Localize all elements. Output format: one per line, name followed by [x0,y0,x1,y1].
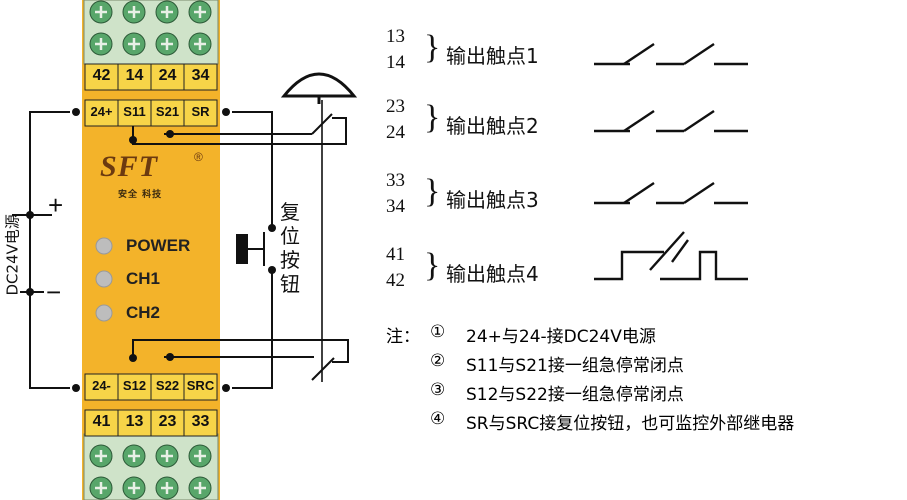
note-1-text: 24+与24-接DC24V电源 [466,327,656,347]
screw-slot-icon [194,482,206,494]
brand-logo: SFT [100,150,159,183]
screw-slot-icon [161,482,173,494]
note-1-marker: ① [430,322,446,342]
terminal-33-bottom: 33 [191,413,210,430]
terminal-s12: S12 [122,378,147,393]
screw-slot-icon [95,6,107,18]
terminal-24minus: 24- [92,378,111,393]
screw-slot-icon [128,450,140,462]
ch1-led-icon [95,270,113,288]
note-2-marker: ② [430,351,446,371]
contact-1-label: 输出触点1 [446,44,539,68]
power-minus-sign: − [46,277,62,307]
contact-3-brace: } [424,173,441,210]
contact-1-brace: } [424,29,441,66]
contact-2-brace: } [424,99,441,136]
contact-1-top-number: 13 [386,26,405,47]
ch2-led-icon [95,304,113,322]
screw-slot-icon [128,38,140,50]
reset-button-label: 复位按钮 [280,200,300,296]
output-contact-1-symbol [594,43,748,66]
terminal-24-top: 24 [158,67,177,84]
brand-registered: ® [194,150,203,164]
screw-slot-icon [194,38,206,50]
screw-slot-icon [161,6,173,18]
power-wire [29,111,70,389]
screw-slot-icon [161,450,173,462]
terminal-13-bottom: 13 [125,413,144,430]
screw-slot-icon [95,38,107,50]
notes-prefix: 注： [386,327,420,347]
terminal-41-bottom: 41 [92,413,111,430]
screw-slot-icon [194,450,206,462]
contact-3-bottom-number: 34 [386,196,405,217]
brand-tagline: 安全 科技 [118,190,163,200]
contact-2-bottom-number: 24 [386,122,405,143]
terminal-sr: SR [191,104,210,119]
reset-wire-top [232,111,273,226]
contact-4-top-number: 41 [386,244,405,265]
screw-slot-icon [194,6,206,18]
output-contact-4-symbol [594,231,748,281]
power-plus-sign: + [48,190,64,220]
contact-4-brace: } [424,247,441,284]
screw-slot-icon [95,450,107,462]
led-label-power: POWER [126,236,191,255]
led-label-ch1: CH1 [126,269,161,288]
note-4-marker: ④ [430,409,446,429]
note-2-text: S11与S21接一组急停常闭点 [466,356,684,376]
terminal-34-top: 34 [191,67,210,84]
terminal-s11: S11 [123,104,146,119]
terminal-s21: S21 [155,104,180,119]
terminal-23-bottom: 23 [158,413,177,430]
reset-wire-bottom [232,270,273,389]
screw-slot-icon [161,38,173,50]
note-3-text: S12与S22接一组急停常闭点 [466,385,684,405]
led-label-ch2: CH2 [126,303,161,322]
screw-slot-icon [95,482,107,494]
contact-2-label: 输出触点2 [446,114,539,138]
emergency-stop-icon [280,72,358,98]
terminal-24plus: 24+ [90,104,113,119]
reset-button-icon [236,232,265,266]
contact-4-label: 输出触点4 [446,262,539,286]
terminal-src: SRC [186,378,215,393]
terminal-42-top: 42 [92,67,111,84]
power-led-icon [95,237,113,255]
screw-slot-icon [128,482,140,494]
screw-slot-icon [128,6,140,18]
terminal-s22: S22 [155,378,180,393]
note-4-text: SR与SRC接复位按钮，也可监控外部继电器 [466,414,795,434]
contact-4-bottom-number: 42 [386,270,405,291]
contact-3-top-number: 33 [386,170,405,191]
terminal-14-top: 14 [125,67,144,84]
power-supply-label: DC24V电源 [3,214,22,296]
output-contact-2-symbol [594,110,748,133]
contact-3-label: 输出触点3 [446,188,539,212]
note-3-marker: ③ [430,380,446,400]
contact-2-top-number: 23 [386,96,405,117]
output-contact-3-symbol [594,182,748,205]
estop-wire-2 [132,339,349,363]
contact-1-bottom-number: 14 [386,52,405,73]
